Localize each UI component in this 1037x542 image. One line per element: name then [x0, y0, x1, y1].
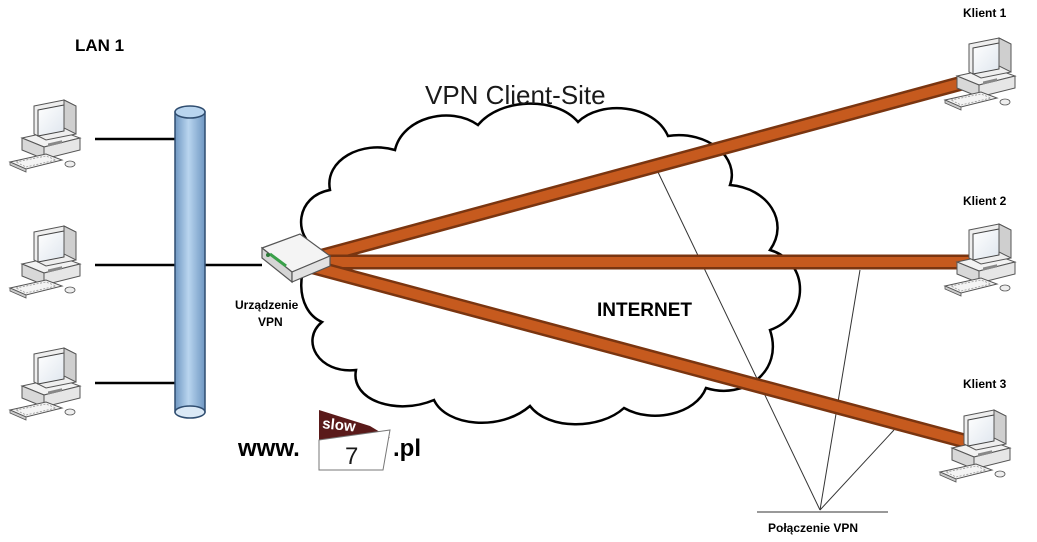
lan-label: LAN 1 — [75, 36, 124, 55]
client-label-3: Klient 3 — [963, 377, 1007, 391]
lan-computer-1 — [9, 99, 81, 173]
client-computer-3 — [939, 409, 1011, 483]
logo-prefix: www. — [237, 435, 300, 462]
logo-brand-top: slow — [321, 415, 356, 435]
logo-suffix: .pl — [393, 435, 421, 462]
connection-label: Połączenie VPN — [768, 521, 858, 535]
logo-brand-number: 7 — [345, 443, 358, 470]
lan-cables — [95, 137, 262, 385]
connection-pointer-lines — [656, 169, 895, 513]
lan-computer-3 — [9, 347, 81, 421]
vpn-tunnels — [306, 75, 978, 451]
internet-label: INTERNET — [597, 300, 692, 321]
slow7-logo: www. slow 7 .pl — [237, 410, 421, 471]
diagram-title: VPN Client-Site — [425, 80, 606, 110]
vpn-device-label-line2: VPN — [258, 315, 283, 329]
lan-computer-2 — [9, 225, 81, 299]
client-label-2: Klient 2 — [963, 194, 1007, 208]
client-computer-1 — [944, 37, 1016, 111]
vpn-device — [260, 233, 332, 284]
client-label-1: Klient 1 — [963, 6, 1007, 20]
vpn-device-label-line1: Urządzenie — [235, 298, 299, 312]
lan-backbone — [174, 105, 206, 419]
